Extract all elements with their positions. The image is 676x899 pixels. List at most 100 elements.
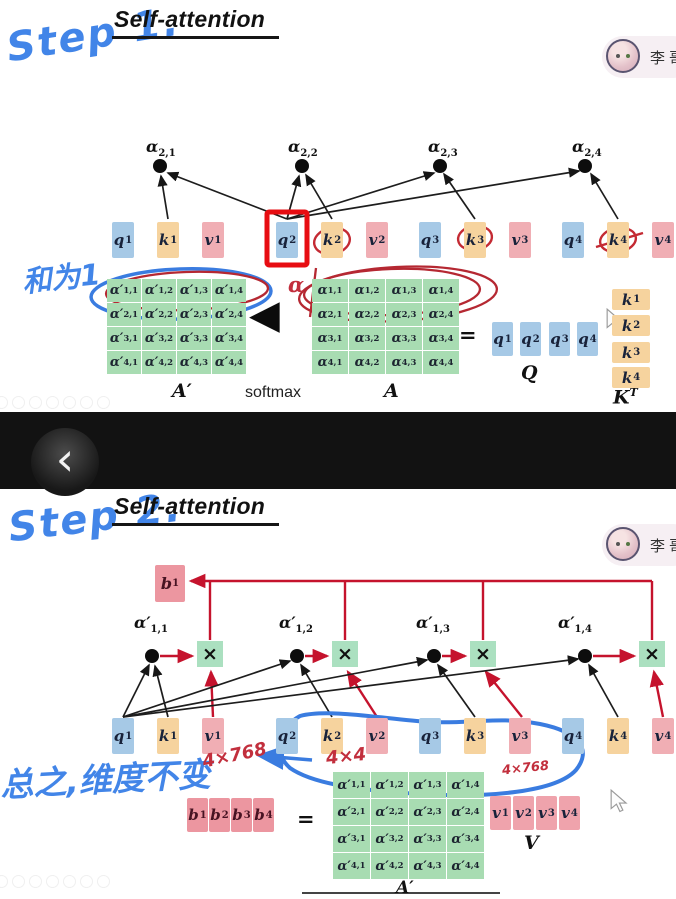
matrix-cell: α′3,1: [107, 327, 141, 350]
matrix-cell: α′1,1: [107, 279, 141, 302]
presenter-name: 李哥: [650, 50, 676, 67]
slide-step1: Step 1. Self-attention 李哥 α2,1α2,2α2,3α2…: [0, 0, 676, 412]
softmax-arrow: ◀: [249, 293, 280, 337]
avatar: [606, 527, 640, 561]
watermark-icon-row: [0, 396, 110, 409]
matrix-a-label: A: [384, 380, 399, 402]
attention-edges: [157, 167, 619, 220]
matrix-a-prime-label: A′: [172, 380, 192, 402]
dimension-blue-arrow: [256, 745, 313, 770]
dimension-note: 总之,维度不变: [0, 754, 212, 805]
sum-to-one-note: 和为1: [20, 256, 102, 299]
watermark-icon: [63, 875, 76, 888]
watermark-icon: [0, 875, 8, 888]
watermark-icon: [97, 875, 110, 888]
weighted-sum-wires: [160, 573, 665, 718]
matrix-cell: α′1,2: [142, 279, 176, 302]
alpha-prime-label: α′1,4: [558, 613, 592, 635]
matrix-cell: α′3,4: [447, 826, 484, 852]
attention-node-dots: [153, 159, 592, 173]
page-title: Self-attention: [112, 493, 280, 526]
matrix-cell: α′3,1: [333, 826, 370, 852]
matrix-cell: α′4,3: [409, 853, 446, 879]
matrix-cell: α′2,2: [371, 799, 408, 825]
back-button[interactable]: ‹: [31, 428, 99, 496]
query-matrix-label: Q: [521, 362, 538, 384]
matrix-cell: α′4,3: [177, 351, 211, 374]
alpha-prime-label: α′1,2: [279, 613, 313, 635]
watermark-icon: [12, 875, 25, 888]
player-divider-bar: ‹: [0, 412, 676, 496]
watermark-icon: [80, 875, 93, 888]
alpha-prime-label: α′1,3: [416, 613, 450, 635]
watermark-icon: [29, 875, 42, 888]
matrix-cell: α′4,4: [447, 853, 484, 879]
matrix-cell: α′2,3: [177, 303, 211, 326]
watermark-icon: [0, 396, 8, 409]
matrix-cell: α′2,1: [107, 303, 141, 326]
watermark-icon: [63, 396, 76, 409]
multiply-op-box: ×: [197, 641, 223, 667]
multiply-op-box: ×: [332, 641, 358, 667]
matrix-cell: α′2,2: [142, 303, 176, 326]
dim-annotation-matrix: 4×4: [325, 743, 368, 770]
matrix-cell: α′1,4: [447, 772, 484, 798]
avatar: [606, 39, 640, 73]
matrix-cell: α′2,4: [447, 799, 484, 825]
presenter-badge: 李哥: [602, 36, 676, 78]
matrix-a-prime-label: A′: [396, 878, 414, 898]
alpha-hand-mark: α: [288, 272, 305, 297]
matrix-cell: α′2,3: [409, 799, 446, 825]
softmax-label: softmax: [245, 384, 302, 401]
key-transpose-label: KT: [613, 386, 638, 409]
matrix-cell: α′1,4: [212, 279, 246, 302]
slide-step2: Step 2. Self-attention 李哥 b1 α′1,1α′1,2α…: [0, 485, 676, 899]
matrix-cell: α′4,2: [142, 351, 176, 374]
matrix-cell: α′1,3: [409, 772, 446, 798]
equals-sign: =: [459, 322, 477, 347]
alpha-label: α2,4: [572, 137, 602, 159]
watermark-icon-row: [0, 875, 110, 888]
multiply-op-box: ×: [470, 641, 496, 667]
matrix-cell: α′2,4: [212, 303, 246, 326]
matrix-cell: α′3,3: [409, 826, 446, 852]
presenter-name: 李哥: [650, 538, 676, 555]
